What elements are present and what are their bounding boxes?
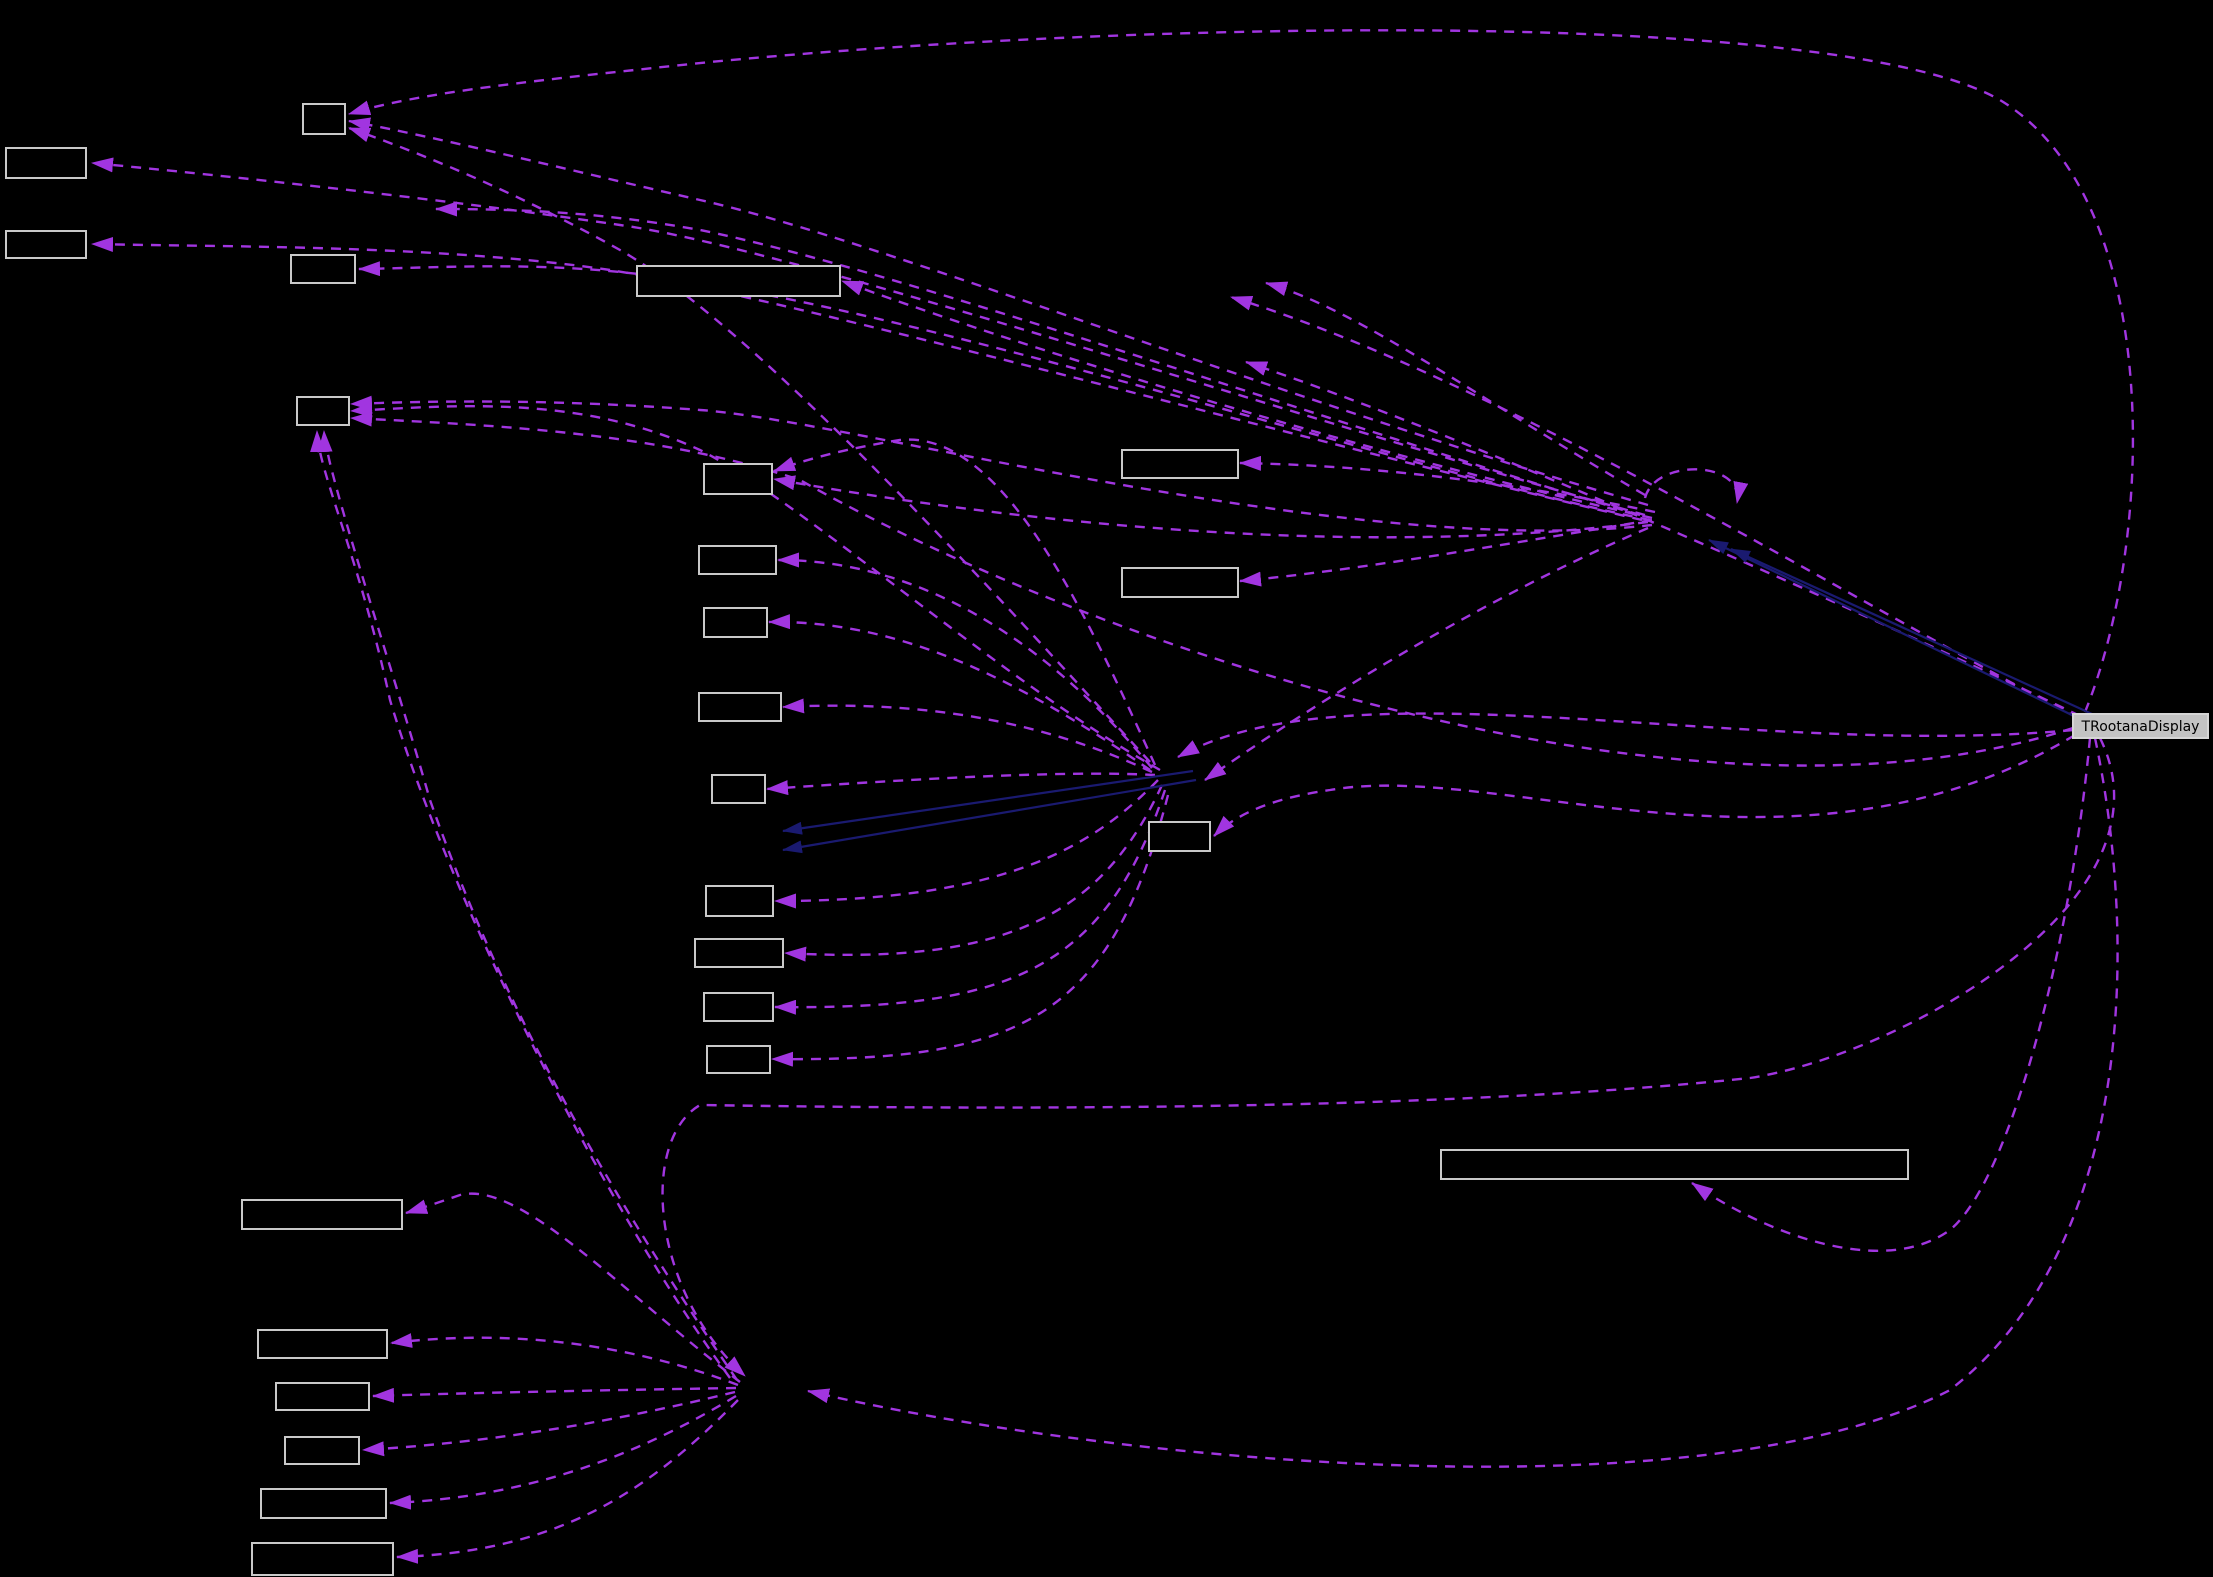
node-rect[interactable]	[703, 607, 768, 638]
edge-main-to-top-arc	[348, 29, 2135, 713]
node-rect[interactable]	[260, 1488, 387, 1519]
edge-hub2-to-leftmid2	[350, 402, 1161, 772]
edge-hub2-inherit-left-b	[782, 778, 1197, 854]
class-node-box-bl-3[interactable]	[275, 1382, 370, 1411]
class-node-box-col-9[interactable]	[706, 1045, 771, 1074]
class-node-box-col-6[interactable]	[705, 885, 774, 917]
node-rect[interactable]	[694, 938, 784, 968]
class-node-box-bl-4[interactable]	[284, 1436, 360, 1465]
node-rect[interactable]	[1121, 449, 1239, 479]
node-rect[interactable]	[698, 692, 782, 722]
class-node-box-bl-5[interactable]	[260, 1488, 387, 1519]
edge-main-to-midair3	[1245, 360, 2081, 718]
node-rect[interactable]	[290, 254, 356, 284]
edge-hub2-to-col2	[777, 552, 1153, 769]
edge-hub1-to-midair2	[1265, 281, 1646, 497]
node-rect[interactable]	[302, 103, 346, 135]
edge-hub1-self-loop	[1643, 468, 1749, 504]
edge-main-inherit-hub1-b	[1730, 547, 2093, 716]
edge-hub2-to-col3	[768, 614, 1151, 771]
class-node-box-col-1[interactable]	[703, 463, 773, 495]
edge-hub7-to-bl6	[396, 1399, 739, 1564]
edge-main-inherit-hub1-a	[1708, 539, 2077, 718]
node-rect[interactable]	[705, 885, 774, 917]
edge-main-to-centerlow	[1213, 733, 2076, 837]
edge-hub2-to-col4	[782, 698, 1153, 774]
node-rect[interactable]	[296, 396, 350, 426]
edge-hub2-to-col8	[774, 789, 1167, 1015]
node-label: TRootanaDisplay	[2081, 719, 2200, 735]
class-node-box-wide-top[interactable]	[636, 265, 841, 297]
class-node-box-col-7[interactable]	[694, 938, 784, 968]
edge-hub1-to-rightmid2	[1239, 518, 1653, 587]
edge-hub1-to-widebox	[841, 279, 1653, 520]
node-rect[interactable]	[5, 147, 87, 179]
class-node-box-col-8[interactable]	[703, 992, 774, 1022]
node-rect[interactable]	[241, 1199, 403, 1230]
highlighted-node-rect[interactable]	[2072, 713, 2209, 739]
node-rect[interactable]	[251, 1542, 394, 1576]
edge-hub1-to-farleft1	[91, 157, 1646, 517]
edge-hub7-to-bl3	[372, 1386, 737, 1403]
edge-hub2-to-col5	[766, 772, 1156, 796]
edge-main-to-bottomwide	[1691, 737, 2092, 1252]
class-node-box-col-5[interactable]	[711, 774, 766, 804]
edge-hub7-to-bl5	[389, 1394, 737, 1510]
class-node-box-right-mid-1[interactable]	[1121, 449, 1239, 479]
edge-hub1-to-col1	[773, 475, 1649, 539]
class-node-box-left-mid-1[interactable]	[290, 254, 356, 284]
edge-hub1-to-midair	[435, 201, 1641, 517]
edge-hub2-to-col9	[771, 794, 1170, 1067]
edge-hub2-to-col1	[773, 438, 1157, 766]
class-node-box-bottom-wide[interactable]	[1440, 1149, 1909, 1180]
node-rect[interactable]	[1148, 821, 1211, 852]
edge-hub7-to-bl4	[362, 1390, 736, 1457]
node-rect[interactable]	[698, 545, 777, 575]
edge-main-to-hub2	[1177, 712, 2074, 759]
edge-hub1-to-rightmid1	[1239, 455, 1656, 514]
edge-hub1-to-leftmid2	[350, 395, 1653, 532]
edge-hub2-to-top-box	[348, 126, 1151, 763]
edge-main-to-hub7-mid	[661, 737, 2116, 1377]
edge-hub2-to-col7	[784, 784, 1164, 962]
node-rect[interactable]	[703, 992, 774, 1022]
class-node-box-far-left-2[interactable]	[5, 230, 87, 259]
node-rect[interactable]	[711, 774, 766, 804]
class-node-box-bl-6[interactable]	[251, 1542, 394, 1576]
edge-main-to-leftmid2	[350, 411, 2074, 767]
class-node-box-col-2[interactable]	[698, 545, 777, 575]
edge-main-to-midair2b	[1230, 295, 2079, 720]
class-node-trootanadisplay[interactable]: TRootanaDisplay	[2072, 713, 2209, 739]
node-rect[interactable]	[706, 1045, 771, 1074]
node-rect[interactable]	[275, 1382, 370, 1411]
node-rect[interactable]	[636, 265, 841, 297]
node-rect[interactable]	[284, 1436, 360, 1465]
edge-hub7-to-bl1	[405, 1192, 741, 1383]
class-node-box-center-low[interactable]	[1148, 821, 1211, 852]
node-rect[interactable]	[257, 1329, 388, 1359]
node-rect[interactable]	[5, 230, 87, 259]
class-node-box-top[interactable]	[302, 103, 346, 135]
class-node-box-col-4[interactable]	[698, 692, 782, 722]
edge-hub7-to-leftmid2-a	[317, 430, 738, 1381]
class-node-box-far-left-1[interactable]	[5, 147, 87, 179]
class-node-box-col-3[interactable]	[703, 607, 768, 638]
edge-hub2-to-col6	[774, 779, 1159, 909]
class-node-box-right-mid-2[interactable]	[1121, 567, 1239, 598]
edge-hub2-inherit-left-a	[782, 769, 1194, 835]
class-node-box-bl-2[interactable]	[257, 1329, 388, 1359]
node-rect[interactable]	[703, 463, 773, 495]
edge-hub7-to-leftmid2-b	[310, 430, 731, 1379]
class-node-box-bl-1[interactable]	[241, 1199, 403, 1230]
node-rect[interactable]	[1440, 1149, 1909, 1180]
edge-hub1-to-leftmid1	[358, 261, 1651, 522]
edge-hub1-to-top-box	[348, 117, 1649, 507]
edge-hub1-to-farleft2	[91, 236, 1643, 522]
edge-main-to-hub7-low	[807, 737, 2119, 1468]
node-rect[interactable]	[1121, 567, 1239, 598]
edge-hub1-to-hub2	[1204, 526, 1649, 781]
edge-hub7-to-bl2	[390, 1333, 739, 1387]
class-node-box-left-mid-2[interactable]	[296, 396, 350, 426]
